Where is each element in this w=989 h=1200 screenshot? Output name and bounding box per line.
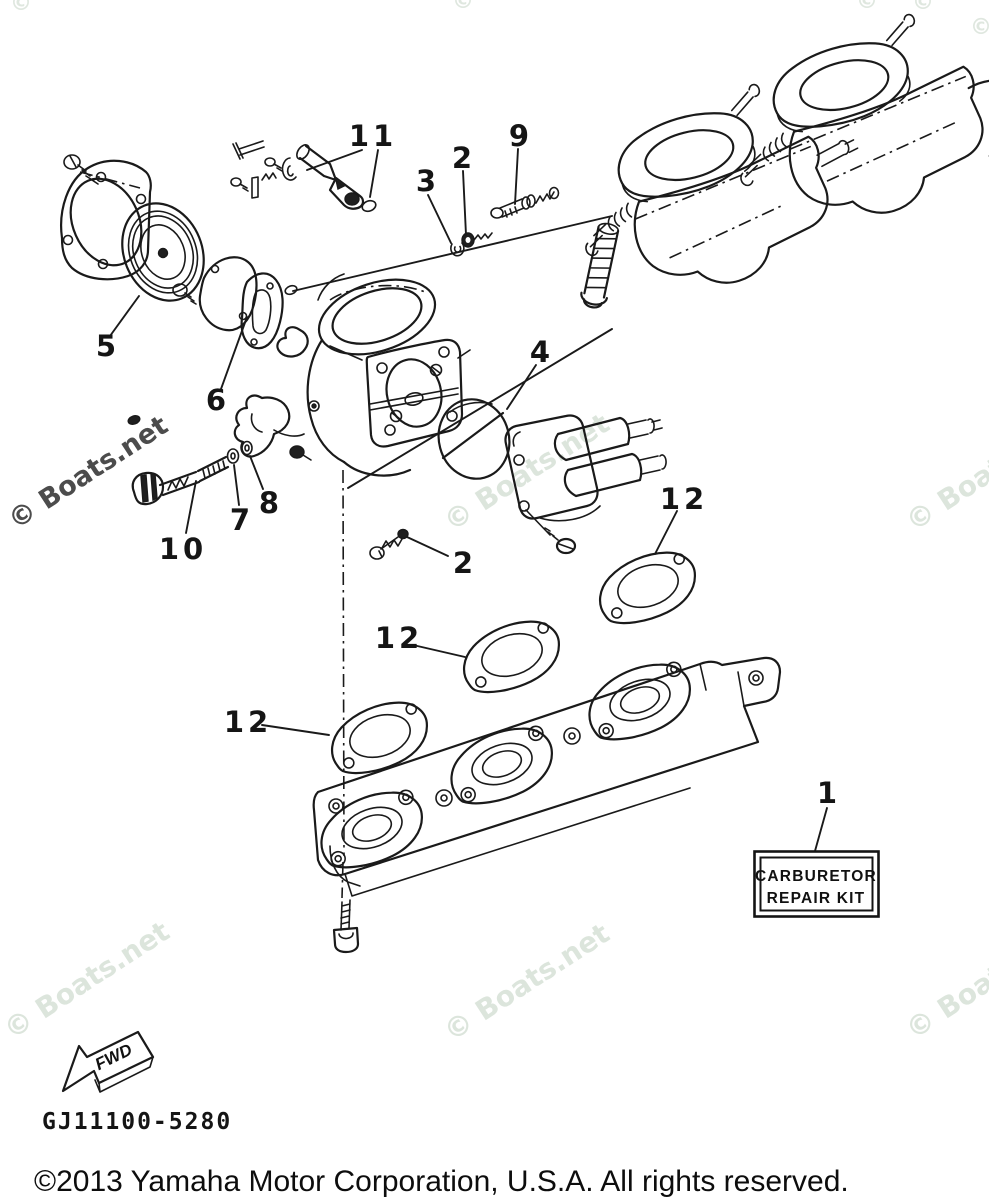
callout-12b: 12 (375, 621, 423, 655)
callout-8: 8 (259, 486, 283, 520)
drawing-code: GJ11100-5280 (42, 1109, 232, 1135)
threaded-plug (580, 222, 620, 309)
mount-flange-plate (60, 159, 152, 281)
callout-3: 3 (416, 164, 440, 198)
main-carb-body (127, 273, 471, 477)
plunger-needle (296, 144, 346, 191)
cover-gasket (240, 272, 284, 350)
gasket-12 (321, 691, 438, 784)
callout-12c: 12 (224, 705, 272, 739)
kit-label-box: CARBURETOR REPAIR KIT (753, 850, 880, 918)
callout-1: 1 (817, 776, 841, 810)
callout-7: 7 (230, 503, 254, 537)
watermark-boats-net: © Boats.net (438, 917, 616, 1048)
callout-11: 11 (349, 119, 397, 153)
gasket-12 (453, 610, 570, 703)
assembled-carburetors (580, 13, 989, 309)
diaphragm-cover-group (60, 154, 284, 350)
diaphragm (121, 202, 205, 302)
copyright-line: ©2013 Yamaha Motor Corporation, U.S.A. A… (34, 1165, 849, 1198)
screw-spring (369, 528, 409, 560)
callout-2b: 2 (453, 546, 477, 580)
callout-10: 10 (159, 532, 207, 566)
callout-9: 9 (509, 119, 533, 153)
callout-5: 5 (96, 329, 120, 363)
kit-label-line2: REPAIR KIT (767, 890, 866, 907)
needle-screw-assembly (131, 440, 253, 506)
float-chamber (504, 414, 667, 555)
watermark-copyright-icon: © (856, 0, 878, 14)
needle-jet-screw (490, 186, 560, 219)
fwd-arrow: FWD (61, 1030, 155, 1093)
cover-plate (198, 256, 258, 332)
callout-leaders (109, 148, 828, 852)
kit-label-line1: CARBURETOR (755, 868, 877, 885)
manifold-screw (332, 861, 360, 954)
watermark-boats-net: © Boats.net (900, 407, 989, 538)
gasket-12 (589, 541, 706, 634)
watermark-copyright-icon: © (970, 15, 989, 40)
intake-manifold (309, 652, 782, 954)
watermark-boats-net: © Boats.net (0, 915, 175, 1046)
callout-2: 2 (452, 141, 476, 175)
carb-plate (365, 338, 464, 448)
screw (172, 283, 197, 305)
plunger-cap (328, 176, 377, 213)
callout-4: 4 (530, 335, 554, 369)
callout-12a: 12 (660, 482, 708, 516)
watermark-copyright-icon: © (10, 0, 32, 16)
watermark-copyright-icon: © (452, 0, 474, 14)
screw (544, 527, 577, 555)
repair-kit-small-parts (230, 140, 377, 296)
watermark-copyright-icon: © (912, 0, 934, 15)
watermark-boats-net: © Boats.net (900, 915, 989, 1046)
callouts: 11 9 2 3 5 6 4 10 7 8 2 12 12 12 1 (96, 119, 841, 810)
reference-lines (292, 215, 613, 857)
callout-6: 6 (206, 383, 230, 417)
